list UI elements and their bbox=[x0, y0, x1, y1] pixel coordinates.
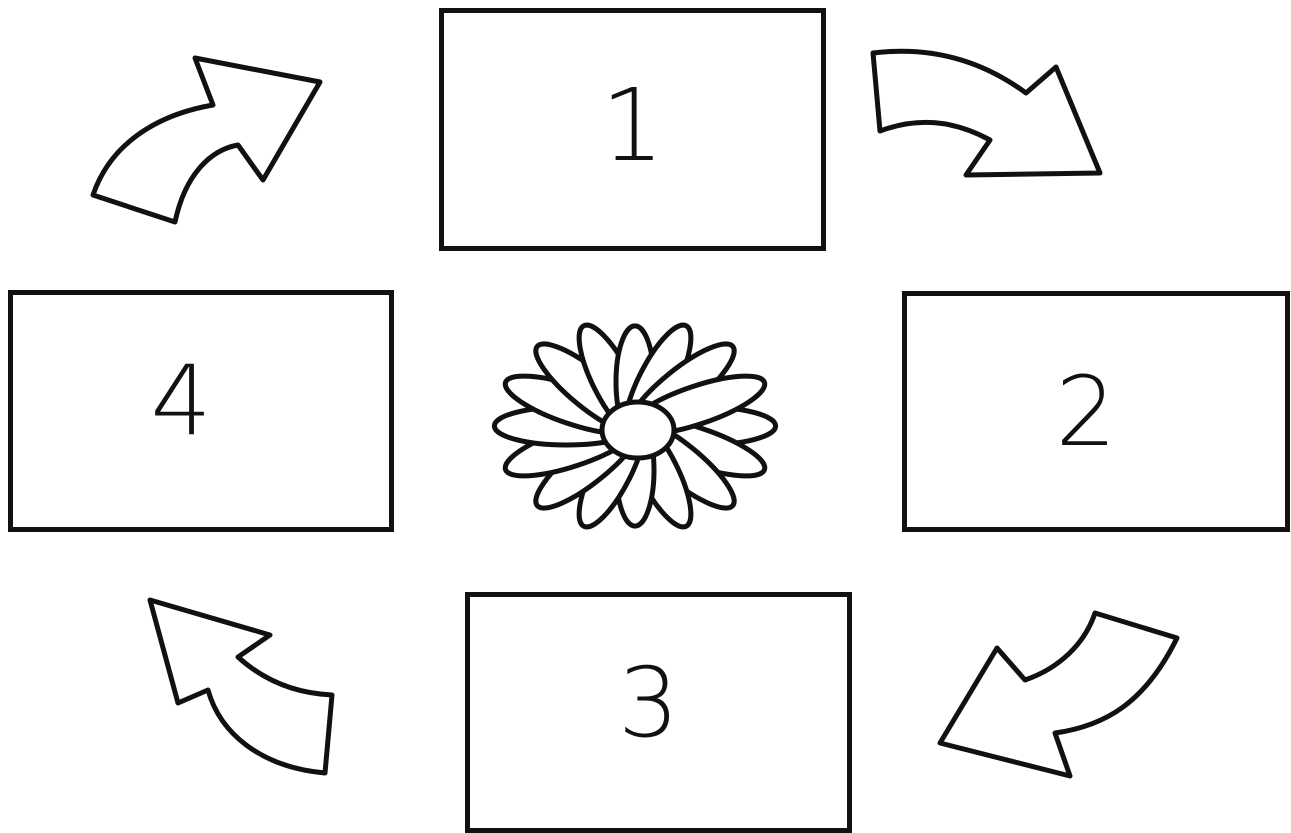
step-box-3: 3 bbox=[465, 592, 852, 833]
step-number-4: 4 bbox=[150, 353, 211, 449]
step-box-2: 2 bbox=[902, 291, 1290, 532]
curved-arrow-icon-bottom-left bbox=[120, 595, 340, 780]
step-number-2: 2 bbox=[1055, 364, 1116, 460]
flower-center bbox=[602, 402, 674, 458]
step-box-1: 1 bbox=[439, 8, 826, 251]
daisy-flower-icon bbox=[480, 295, 790, 557]
curved-arrow-icon-top-left bbox=[85, 50, 325, 230]
step-number-1: 1 bbox=[601, 76, 665, 176]
curved-arrow-icon-bottom-right bbox=[935, 608, 1185, 783]
step-box-4: 4 bbox=[8, 290, 394, 532]
step-number-3: 3 bbox=[618, 655, 679, 751]
curved-arrow-icon-top-right bbox=[868, 45, 1108, 180]
